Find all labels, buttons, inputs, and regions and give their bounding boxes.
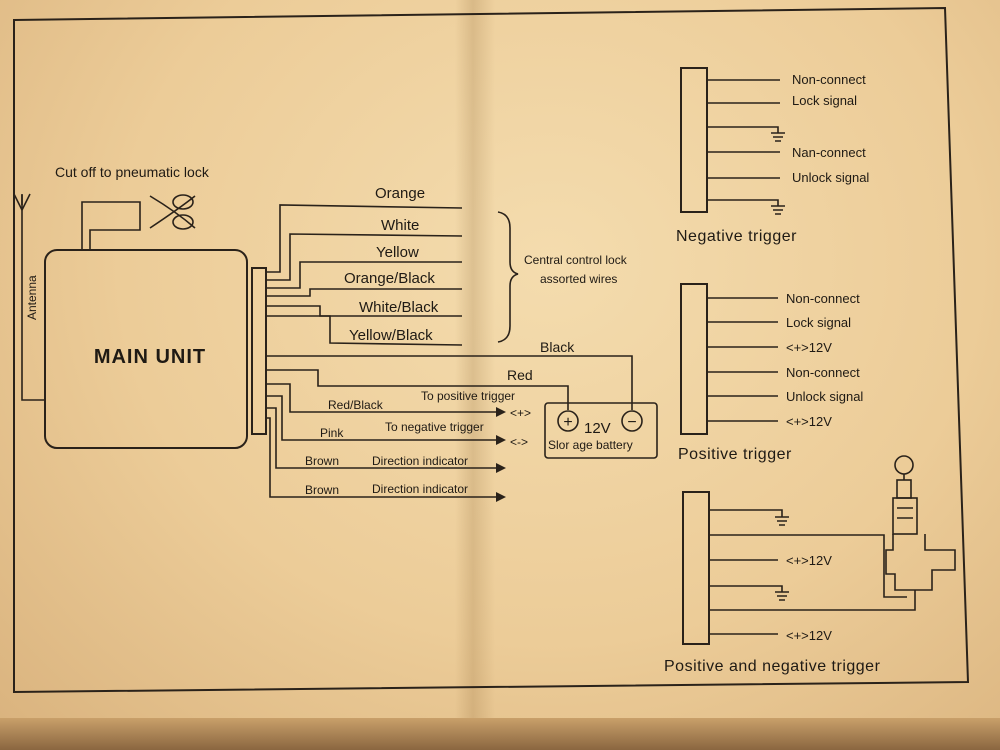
- connector-strip: [251, 267, 267, 435]
- wire-white: [266, 233, 463, 281]
- positive-trigger-connector: [680, 283, 708, 435]
- direction-target-2: Direction indicator: [372, 482, 468, 496]
- pos-pin-label-4: Non-connect: [786, 365, 860, 380]
- pn-pin-label-2: <+>12V: [786, 628, 832, 643]
- antenna-label: Antenna: [25, 275, 39, 320]
- battery-plus-sign: +: [563, 414, 572, 431]
- wire-red-black: [266, 383, 500, 413]
- pos-neg-trigger-connector: [682, 491, 710, 645]
- battery-box: [544, 402, 658, 459]
- wire-label-orange-black: Orange/Black: [344, 270, 435, 287]
- wire-group-brace: [497, 211, 519, 343]
- neg-pin-line-ground-2: [707, 199, 779, 206]
- wire-brown-2: [266, 417, 500, 498]
- neg-pin-label-2: Lock signal: [792, 93, 857, 108]
- neg-pin-label-3: Nan-connect: [792, 145, 866, 160]
- wire-label-white: White: [381, 217, 419, 234]
- wire-label-pink: Pink: [320, 426, 344, 440]
- wire-label-brown-1: Brown: [305, 454, 339, 468]
- paper-fold: [455, 0, 495, 750]
- wire-label-yellow-black: Yellow/Black: [349, 327, 433, 344]
- wire-label-red: Red: [507, 367, 533, 383]
- ground-icon: [775, 516, 789, 526]
- wire-yellow: [266, 261, 462, 289]
- arrow-negative-trigger: [496, 435, 506, 445]
- wire-label-black: Black: [540, 339, 575, 355]
- pos-pin-label-2: Lock signal: [786, 315, 851, 330]
- central-lock-label: Central control lock: [524, 253, 628, 267]
- pos-pin-label-3: <+>12V: [786, 340, 832, 355]
- wire-yellow-black: [266, 315, 463, 346]
- arrow-direction-2: [496, 492, 506, 502]
- positive-trigger-title: Positive trigger: [678, 446, 792, 463]
- ground-icon: [775, 591, 789, 601]
- positive-trigger-target: To positive trigger: [421, 389, 515, 403]
- wire-label-white-black: White/Black: [359, 299, 439, 316]
- wire-orange-black: [266, 288, 462, 297]
- wire-white-black: [266, 305, 462, 317]
- scissors-icon: [149, 194, 196, 230]
- negative-trigger-connector: [680, 67, 708, 213]
- battery-minus-terminal: [621, 410, 643, 432]
- neg-pin-label-1: Non-connect: [792, 72, 866, 87]
- battery-voltage: 12V: [584, 420, 611, 437]
- wire-orange: [266, 204, 463, 273]
- wire-brown-1: [266, 407, 500, 469]
- main-unit-box: [44, 249, 248, 449]
- battery-plus-terminal: [557, 410, 579, 432]
- wire-label-red-black: Red/Black: [328, 398, 384, 412]
- antenna-icon: [13, 193, 45, 401]
- arrow-direction-1: [496, 463, 506, 473]
- neg-pin-line-ground-1: [707, 126, 779, 133]
- plus-marker: <+>: [510, 406, 531, 420]
- door-lock-actuator-icon: [885, 455, 956, 591]
- pos-pin-label-5: Unlock signal: [786, 389, 863, 404]
- page-border: [13, 6, 970, 694]
- neg-pin-label-4: Unlock signal: [792, 170, 869, 185]
- pn-pin-label-1: <+>12V: [786, 553, 832, 568]
- pn-wire-to-actuator-1: [709, 534, 907, 598]
- negative-trigger-target: To negative trigger: [385, 420, 484, 434]
- central-lock-sublabel: assorted wires: [540, 272, 617, 286]
- pn-pin-line-ground-1: [709, 509, 783, 517]
- pneumatic-label: Cut off to pneumatic lock: [55, 164, 210, 180]
- pos-pin-label-6: <+>12V: [786, 414, 832, 429]
- wire-pink: [266, 395, 500, 441]
- pn-wire-to-actuator-2: [709, 590, 916, 611]
- wire-red: [266, 369, 569, 410]
- ground-icon: [771, 205, 785, 215]
- pos-pin-label-1: Non-connect: [786, 291, 860, 306]
- direction-target-1: Direction indicator: [372, 454, 468, 468]
- pn-pin-line-ground-2: [709, 585, 783, 592]
- wire-label-brown-2: Brown: [305, 483, 339, 497]
- pos-neg-trigger-title: Positive and negative trigger: [664, 658, 881, 675]
- ground-icon: [771, 132, 785, 142]
- battery-label: Slor age battery: [548, 438, 633, 452]
- wire-black: [266, 355, 633, 410]
- battery-minus-sign: −: [627, 414, 636, 431]
- wire-label-yellow: Yellow: [376, 244, 419, 261]
- wire-label-orange: Orange: [375, 185, 425, 202]
- pneumatic-loop: [81, 201, 141, 250]
- negative-trigger-title: Negative trigger: [676, 228, 797, 245]
- main-unit-label: MAIN UNIT: [94, 346, 206, 368]
- table-edge: [0, 718, 1000, 750]
- arrow-positive-trigger: [496, 407, 506, 417]
- minus-marker: <->: [510, 435, 528, 449]
